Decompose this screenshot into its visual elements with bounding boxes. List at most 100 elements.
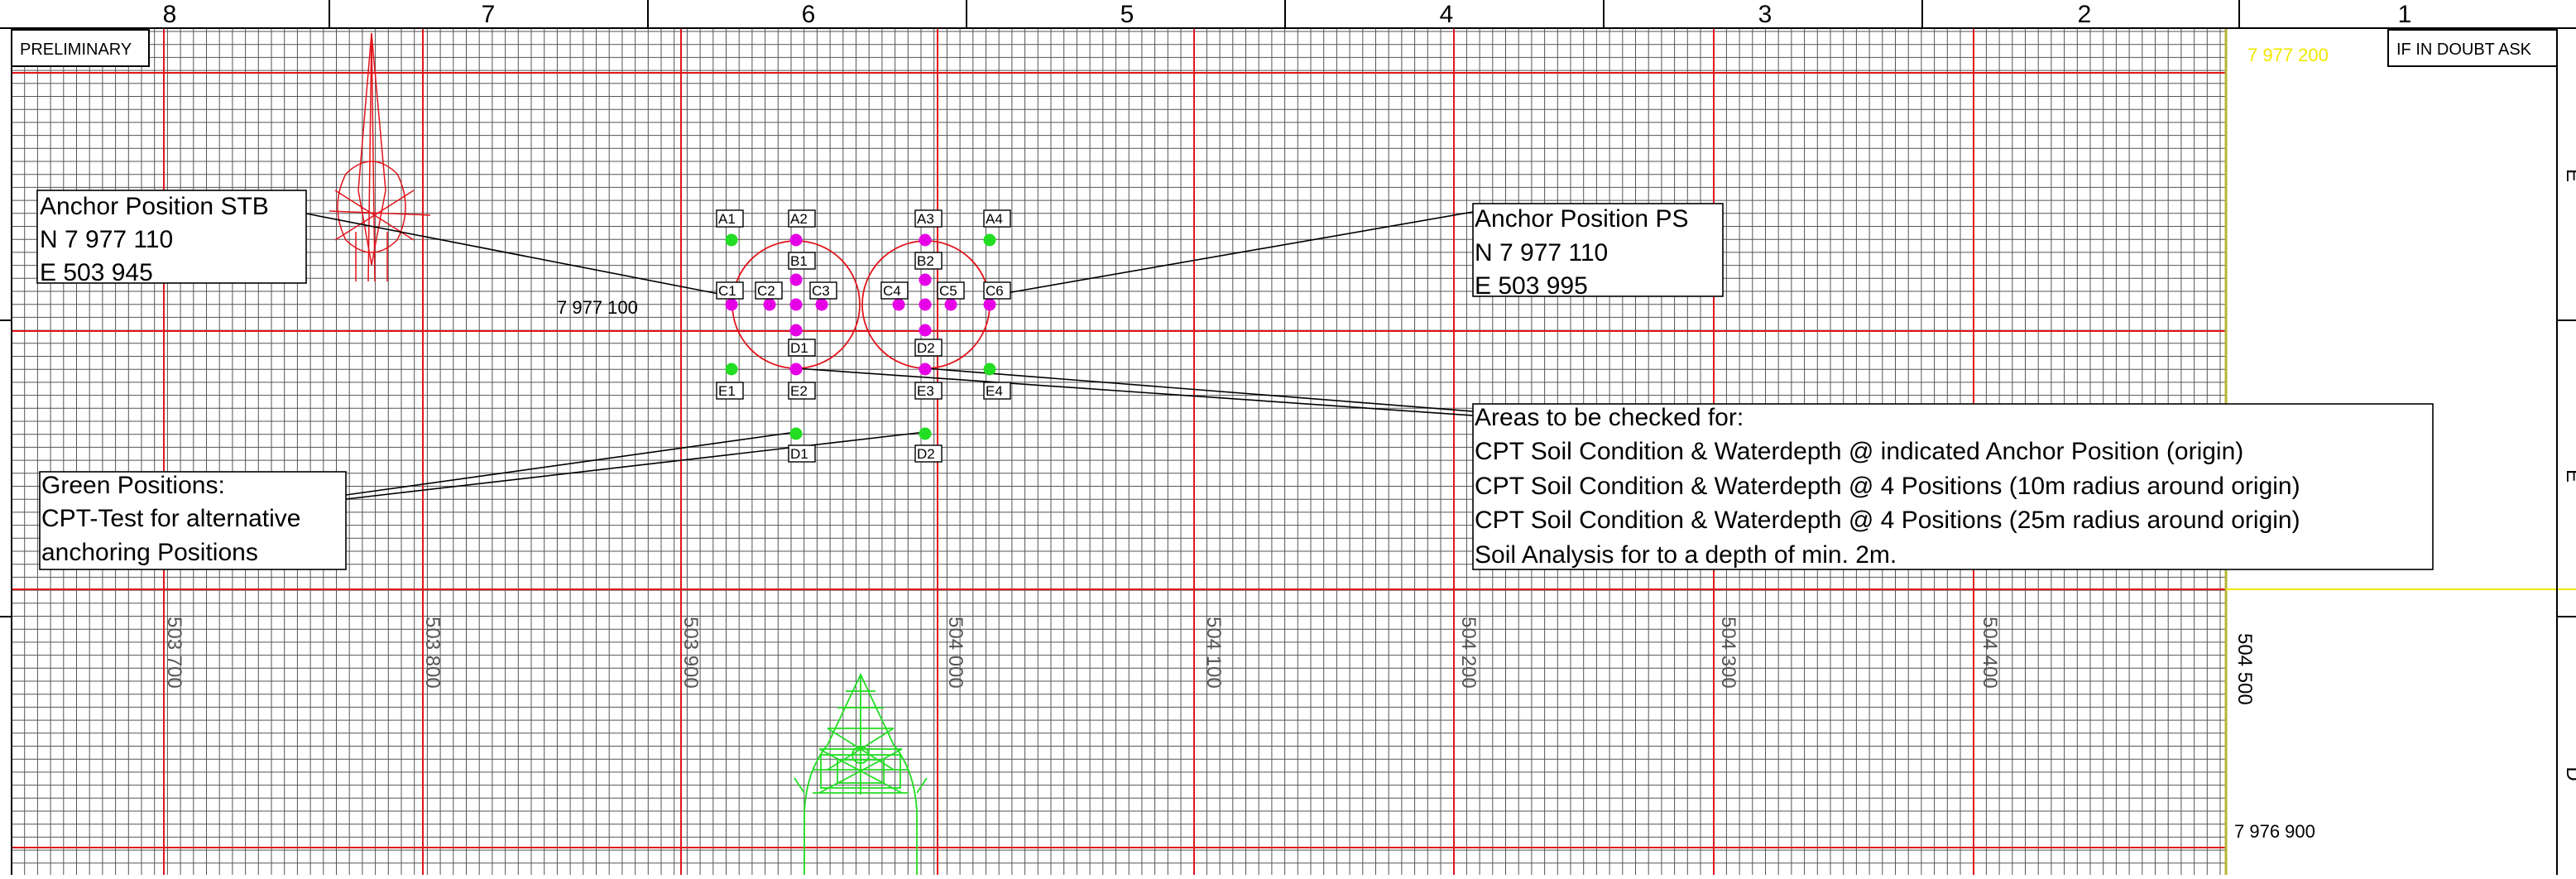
callout-line: Soil Analysis for to a depth of min. 2m. — [1475, 541, 1897, 569]
row-mark-right: E — [2562, 169, 2576, 182]
if-in-doubt-stamp: IF IN DOUBT ASK — [2387, 29, 2558, 67]
svg-text:E2: E2 — [790, 383, 808, 399]
point-label-C5: C5 — [937, 281, 965, 300]
callout-line: N 7 977 110 — [40, 226, 173, 253]
easting-label: 503 900 — [679, 617, 702, 689]
svg-text:E1: E1 — [718, 383, 736, 399]
callout-anchor-stb: Anchor Position STB N 7 977 110 E 503 94… — [36, 190, 307, 286]
svg-text:C2: C2 — [757, 283, 775, 299]
magenta-test-point — [919, 298, 932, 311]
magenta-test-point — [919, 324, 932, 337]
tower-structure — [329, 32, 431, 282]
svg-text:B1: B1 — [790, 253, 808, 269]
column-label: 5 — [1120, 1, 1134, 28]
magenta-test-point — [983, 298, 996, 311]
svg-text:C1: C1 — [718, 283, 736, 299]
callout-line: CPT Soil Condition & Waterdepth @ 4 Posi… — [1475, 507, 2300, 534]
column-label: 4 — [1440, 1, 1454, 28]
green-test-point — [983, 233, 996, 247]
point-label-C4: C4 — [880, 281, 909, 300]
callout-line: Areas to be checked for: — [1475, 404, 1744, 431]
northing-label-mid: 7 977 100 — [557, 297, 638, 318]
svg-text:D1: D1 — [790, 340, 808, 356]
magenta-test-point — [789, 363, 803, 376]
callout-line: anchoring Positions — [41, 539, 258, 566]
callout-line: CPT-Test for alternative — [41, 505, 300, 532]
point-label-E1: E1 — [716, 382, 744, 400]
point-label-B2: B2 — [914, 252, 943, 270]
magenta-test-point — [725, 298, 738, 311]
easting-label: 504 400 — [1979, 617, 2001, 689]
leader-lines — [305, 211, 1474, 500]
svg-text:C3: C3 — [812, 283, 830, 299]
svg-text:E3: E3 — [917, 383, 934, 399]
svg-text:D2: D2 — [917, 340, 935, 356]
green-test-point — [919, 427, 932, 440]
point-label-D1-green: D1 — [788, 444, 816, 463]
magenta-test-point — [789, 273, 803, 286]
northing-label-top: 7 977 200 — [2247, 45, 2329, 65]
green-test-point — [983, 363, 996, 376]
easting-label: 504 100 — [1202, 617, 1225, 689]
callout-line: E 503 945 — [40, 259, 153, 286]
magenta-test-point — [815, 298, 828, 311]
magenta-test-point — [919, 273, 932, 286]
magenta-test-point — [789, 298, 803, 311]
svg-text:C5: C5 — [939, 283, 957, 299]
callout-anchor-ps: Anchor Position PS N 7 977 110 E 503 995 — [1472, 203, 1724, 300]
row-mark-right: D — [2562, 766, 2576, 781]
preliminary-stamp: PRELIMINARY — [11, 29, 150, 67]
magenta-test-point — [919, 363, 932, 376]
svg-text:A3: A3 — [917, 211, 934, 227]
point-label-C3: C3 — [809, 281, 837, 300]
easting-label: 504 500 — [2233, 633, 2256, 705]
column-label: 7 — [482, 1, 496, 28]
green-test-point — [725, 363, 738, 376]
test-points — [725, 233, 996, 440]
point-label-E2: E2 — [788, 382, 816, 400]
easting-labels: 503 700 503 800 503 900 504 000 504 100 … — [163, 617, 2256, 705]
point-label-C6: C6 — [983, 281, 1011, 300]
svg-text:C6: C6 — [986, 283, 1004, 299]
vessel-outline — [794, 672, 928, 875]
point-label-A3: A3 — [914, 209, 943, 228]
svg-text:C4: C4 — [883, 283, 901, 299]
svg-text:A4: A4 — [986, 211, 1003, 227]
point-label-E4: E4 — [983, 382, 1011, 400]
column-label: 3 — [1758, 1, 1772, 28]
easting-label: 504 000 — [944, 617, 967, 689]
point-label-D1: D1 — [788, 339, 816, 357]
preliminary-text: PRELIMINARY — [20, 41, 132, 59]
column-label: 1 — [2398, 1, 2412, 28]
magenta-test-point — [944, 298, 957, 311]
point-label-A1: A1 — [716, 209, 744, 228]
svg-text:D1: D1 — [790, 446, 808, 462]
magenta-test-point — [892, 298, 905, 311]
column-label: 8 — [163, 1, 177, 28]
callout-line: Green Positions: — [41, 472, 225, 499]
easting-label: 504 300 — [1717, 617, 1739, 689]
svg-text:D2: D2 — [917, 446, 935, 462]
svg-text:E4: E4 — [986, 383, 1003, 399]
callout-line: CPT Soil Condition & Waterdepth @ indica… — [1475, 438, 2243, 465]
easting-label: 503 800 — [421, 617, 444, 689]
green-test-point — [789, 427, 803, 440]
magenta-test-point — [919, 233, 932, 247]
callout-line: Anchor Position PS — [1475, 205, 1688, 233]
point-label-B1: B1 — [788, 252, 816, 270]
magenta-test-point — [789, 233, 803, 247]
svg-text:A1: A1 — [718, 211, 736, 227]
callout-line: Anchor Position STB — [40, 193, 269, 220]
easting-label: 504 200 — [1457, 617, 1480, 689]
point-label-A2: A2 — [788, 209, 816, 228]
magenta-test-point — [789, 324, 803, 337]
callout-line: N 7 977 110 — [1475, 239, 1608, 267]
if-in-doubt-text: IF IN DOUBT ASK — [2396, 41, 2532, 59]
column-label: 2 — [2078, 1, 2092, 28]
magenta-test-point — [763, 298, 776, 311]
callout-line: CPT Soil Condition & Waterdepth @ 4 Posi… — [1475, 473, 2300, 500]
callout-line: E 503 995 — [1475, 272, 1588, 300]
